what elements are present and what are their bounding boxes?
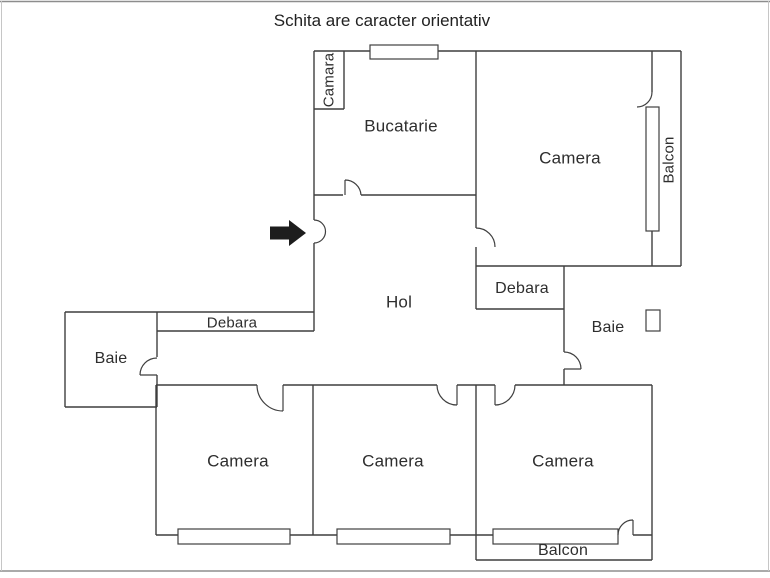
room-label-camera-bottom-left: Camera: [207, 451, 269, 471]
windows: [177, 44, 661, 545]
room-label-baie-left: Baie: [94, 350, 128, 367]
window-baie-right: [645, 309, 661, 332]
room-label-baie-right: Baie: [591, 319, 625, 336]
window-camera-bottom-right: [492, 528, 619, 545]
door-baie-left: [139, 357, 158, 376]
window-camera-bottom-mid: [336, 528, 451, 545]
window-balcony-right: [645, 106, 660, 232]
entrance-arrow-icon: [270, 220, 306, 246]
door-kitchen: [344, 179, 362, 196]
door-camera-mid: [436, 384, 458, 406]
window-camera-bottom-left: [177, 528, 291, 545]
room-label-camera-bottom-right: Camera: [532, 451, 594, 471]
doors: [139, 91, 653, 536]
room-label-balcon-right: Balcon: [660, 136, 678, 184]
door-entrance: [313, 219, 327, 244]
window-kitchen: [369, 44, 439, 60]
room-label-camera-top-right: Camera: [539, 148, 601, 168]
door-camera-bl: [256, 384, 284, 412]
room-label-debara-left: Debara: [206, 314, 258, 332]
room-label-debara-right: Debara: [495, 280, 549, 297]
room-label-hol: Hol: [385, 292, 413, 312]
door-balcony-top: [636, 91, 653, 108]
room-label-balcon-bottom: Balcon: [537, 542, 589, 559]
room-label-bucatarie: Bucatarie: [364, 116, 438, 136]
door-balcony-bottom: [617, 519, 634, 536]
door-camera-br: [494, 384, 516, 406]
room-label-camara: Camara: [320, 52, 338, 108]
plan-title: Schita are caracter orientativ: [273, 11, 491, 30]
walls: [64, 50, 682, 561]
room-label-camera-bottom-mid: Camera: [362, 451, 424, 471]
door-camera-top: [475, 227, 496, 248]
door-baie-right: [563, 351, 582, 370]
